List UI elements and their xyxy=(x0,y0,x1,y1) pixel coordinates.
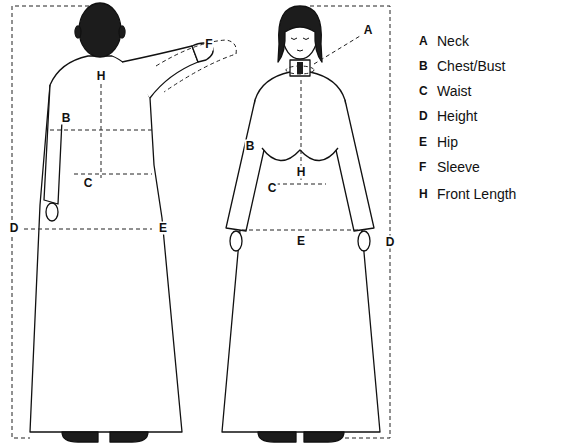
legend-text: Sleeve xyxy=(437,159,480,175)
neck-measure xyxy=(286,66,314,74)
bust-line xyxy=(262,148,338,161)
measure-letter: H xyxy=(296,166,307,179)
key-letter: D xyxy=(419,109,428,123)
hand xyxy=(358,231,370,251)
measure-letter: D xyxy=(9,222,20,235)
key-letter: A xyxy=(419,34,428,48)
shoe xyxy=(304,432,344,442)
key-letter: E xyxy=(419,135,428,149)
front-left-sleeve xyxy=(226,100,264,231)
back-robe xyxy=(30,56,182,432)
chest-measure xyxy=(50,130,152,131)
legend-text: Neck xyxy=(437,33,469,49)
legend-text: Chest/Bust xyxy=(437,58,505,74)
shoe xyxy=(62,432,98,442)
hip-measure xyxy=(242,230,360,231)
legend-text: Front Length xyxy=(437,186,516,202)
front-robe xyxy=(222,72,380,432)
back-head xyxy=(79,3,121,57)
key-letter: F xyxy=(419,160,427,174)
hip-measure xyxy=(24,229,152,230)
shoe xyxy=(258,432,296,442)
raised-arm xyxy=(122,46,198,98)
ear xyxy=(119,26,125,38)
key-letter: C xyxy=(419,84,428,98)
waist-measure xyxy=(276,184,326,185)
measure-letter: D xyxy=(385,236,396,249)
shoe xyxy=(110,432,148,442)
measure-letter: C xyxy=(83,177,94,190)
face-features xyxy=(291,38,309,51)
measure-letter: B xyxy=(245,140,256,153)
legend-text: Hip xyxy=(437,134,458,150)
waist-measure xyxy=(74,174,152,175)
measure-letter: H xyxy=(96,70,107,83)
front-right-sleeve xyxy=(336,100,374,231)
hair xyxy=(278,6,322,62)
key-letter: H xyxy=(419,187,428,201)
back-left-hand xyxy=(46,203,58,221)
length-measure xyxy=(101,84,102,178)
sleeve-measure xyxy=(156,40,236,92)
collar-tab xyxy=(297,62,303,74)
measure-letter: E xyxy=(296,235,306,248)
measure-letter: E xyxy=(158,222,168,235)
hand xyxy=(230,231,242,251)
measure-letter: C xyxy=(267,182,278,195)
neck-leader xyxy=(314,36,360,64)
legend-text: Height xyxy=(437,108,477,124)
back-left-sleeve xyxy=(44,85,62,204)
ear xyxy=(75,26,81,38)
measure-letter: F xyxy=(204,38,213,51)
measure-letter: B xyxy=(61,112,72,125)
key-letter: B xyxy=(419,59,428,73)
measure-letter: A xyxy=(363,24,374,37)
legend-text: Waist xyxy=(437,83,471,99)
